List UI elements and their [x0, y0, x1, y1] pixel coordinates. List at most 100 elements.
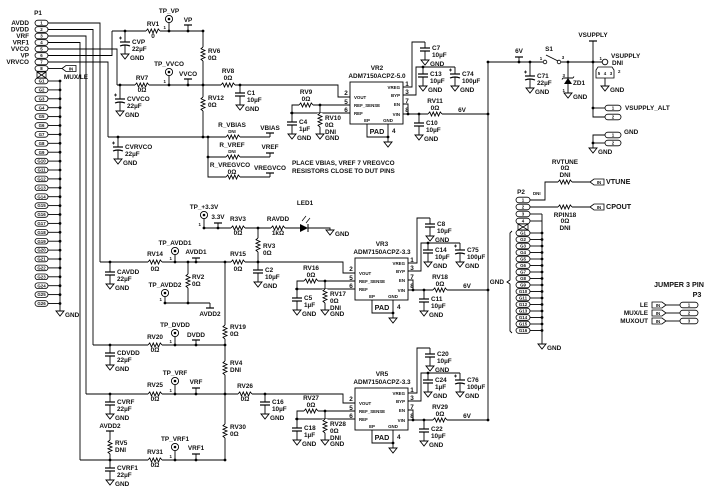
reg-pins-n-vreg-label: 1: [410, 257, 414, 264]
reg-pins-gnd-label: GND: [388, 424, 398, 429]
r3v3-resistor-icon: [230, 224, 246, 232]
rv20-resistor-icon: [147, 341, 163, 349]
parts-cvvco-1-label: 22µF: [127, 103, 142, 110]
parts-r-vbias-1-label: DNI: [228, 129, 236, 134]
resistor-gap: [304, 408, 318, 414]
regulators-2-ref-c-0-label: C18: [304, 425, 316, 432]
common-gnd-label: GND: [435, 367, 450, 374]
ground-icon: [260, 413, 270, 420]
parts-rv20-0-label: RV20: [147, 334, 163, 341]
parts-tp-vp-0-label: TP_VP: [159, 8, 180, 15]
p1-gnd-pins-21-label: G22: [37, 266, 46, 271]
parts-rv4-1-label: DNI: [230, 367, 241, 374]
p1-gnd-pins-24-label: G25: [37, 292, 46, 297]
ground-icon: [315, 133, 325, 140]
rv7-resistor-icon: [134, 81, 150, 89]
nets-vrf-label: VRF: [190, 379, 203, 386]
regulators-1-part-label: ADM7150ACPZ-3.3: [353, 249, 411, 256]
p3-ref-label: P3: [693, 290, 702, 299]
parts-rpin18-2-label: DNI: [559, 225, 570, 232]
parts-rvtune-2-label: DNI: [559, 172, 570, 179]
regulator-0-body: [349, 81, 404, 125]
ground-icon: [423, 261, 433, 268]
switch-lever-icon: [545, 54, 559, 62]
parts-c2-1-label: 10µF: [265, 274, 280, 281]
parts-c1-1-label: 10µF: [247, 97, 262, 104]
resistor-gap: [221, 82, 235, 88]
wire: [291, 104, 350, 113]
wire: [48, 31, 113, 56]
input-port-icon: [651, 301, 667, 309]
regulators-0-sense-dni-2-label: DNI: [325, 129, 336, 136]
regulators-0-part-label: ADM7150ACPZ-5.0: [348, 73, 406, 80]
reg-pins-ep-label: EP: [364, 118, 370, 123]
parts-tp-vrf-0-label: TP_VRF: [163, 370, 188, 377]
ground-icon: [563, 92, 573, 99]
rv5-resistor-icon: [106, 439, 114, 455]
p1-mux-net-label: MUX/LE: [64, 74, 89, 81]
junction-dot: [167, 29, 171, 33]
sense-dni-resistor-icon: [316, 112, 324, 128]
reg-pins-n-ref-sense-label: 5: [344, 99, 348, 106]
common-gnd-label: GND: [123, 160, 138, 167]
reg-pins-n-ref-label: 6: [349, 283, 353, 290]
p2-ref-label: P2: [517, 189, 525, 196]
rv8-resistor-icon: [220, 81, 236, 89]
ground-icon: [105, 283, 115, 290]
wire: [48, 22, 101, 262]
parts-vsupply-alt-1-label: 1: [612, 106, 615, 111]
reg-pins-vin-label: VIN: [393, 112, 400, 117]
vin-resistor-icon: [432, 416, 448, 424]
note-0-label: PLACE VBIAS, VREF 7 VREGVCO: [292, 160, 395, 167]
wire: [408, 347, 430, 394]
parts-rv19-0-label: RV19: [230, 324, 246, 331]
parts-cvp-0-label: CVP: [132, 39, 146, 46]
junction-dot: [206, 155, 210, 159]
p2-cpout-label: CPOUT: [606, 202, 632, 211]
parts-c16-0-label: C16: [272, 399, 284, 406]
parts-rv7-0-label: RV7: [136, 75, 149, 82]
p1-gnd-pins-2-label: G3: [39, 96, 45, 101]
resistor-gap: [322, 289, 328, 303]
common-gnd-label: GND: [115, 481, 130, 488]
ground-icon: [292, 439, 302, 446]
resistor-gap: [222, 424, 228, 438]
reg-pins-byp-label: BYP: [396, 399, 405, 404]
ground-icon: [414, 134, 424, 141]
p1-gnd-pins-8-label: G9: [39, 150, 45, 155]
p3-pins-0-net-label: LE: [640, 302, 649, 309]
zener-bar: [561, 76, 575, 80]
p1-pins-1-num-label: 2: [40, 27, 43, 32]
p1-gnd-pins-13-label: G14: [37, 194, 46, 199]
resistor-gap: [433, 417, 447, 423]
connector-pin: [604, 104, 622, 112]
wire: [48, 29, 94, 345]
common-port-label: IN: [656, 303, 660, 308]
p1-gnd-pins-20-label: G21: [37, 257, 46, 262]
common-gnd-label: GND: [547, 345, 562, 352]
regulators-1-sense-r-1-label: 0Ω: [307, 272, 316, 279]
test-point-center: [202, 213, 206, 217]
common-pin1-label: 1: [170, 454, 173, 459]
common-gnd-label: GND: [433, 263, 448, 270]
p1-gnd-pins-0-label: G1: [39, 79, 45, 84]
regulators-2-bulk-c-1-label: 100µF: [467, 384, 485, 391]
p2-gnd-pins-8-label: G9: [520, 283, 526, 288]
nets-vp-label: VP: [184, 17, 193, 24]
nets-avdd1-label: AVDD1: [185, 249, 207, 256]
common-gnd-label: GND: [460, 87, 475, 94]
parts-rv19-1-label: 0Ω: [230, 331, 239, 338]
regulators-0-sense-dni-1-label: 0Ω: [325, 122, 334, 129]
parts-rv14-1-label: 0Ω: [151, 266, 160, 273]
parts-rv12-1-label: 0Ω: [208, 102, 217, 109]
parts-rv6-1-label: 0Ω: [208, 55, 217, 62]
reg-pins-pad-label: PAD: [375, 303, 390, 312]
p1-ref-label: P1: [34, 10, 42, 17]
regulator-1-body: [354, 257, 409, 301]
parts-rv31-1-label: 0Ω: [151, 462, 160, 469]
reg-pins-n-vin-label: 8: [405, 107, 409, 114]
p2-gnd-pins-7-label: G8: [520, 276, 526, 281]
wire: [112, 30, 204, 137]
resistor-gap: [433, 287, 447, 293]
